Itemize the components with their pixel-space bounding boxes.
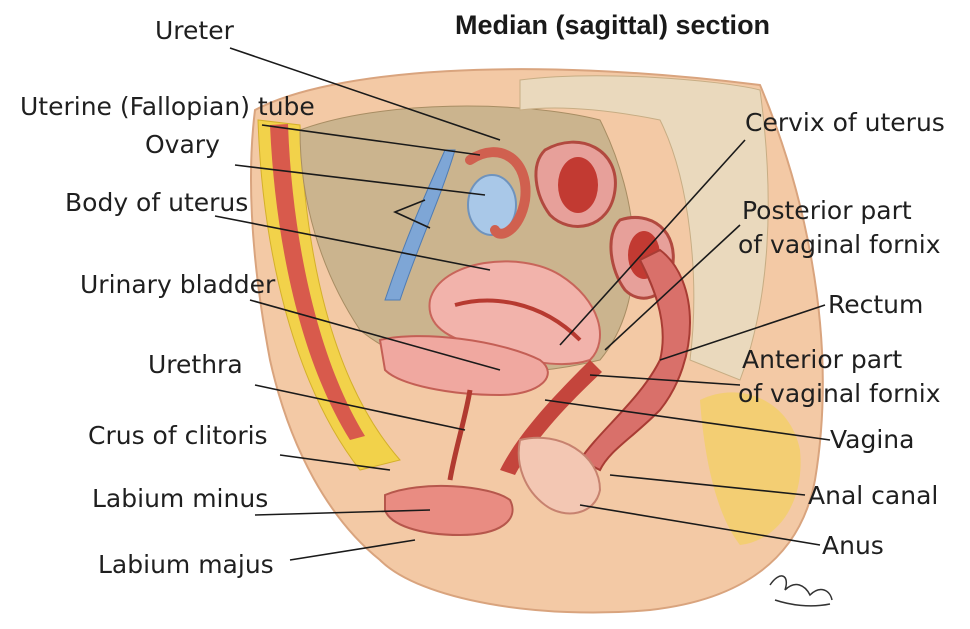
label-vagina: Vagina [830,427,914,453]
label-rectum: Rectum [828,292,923,318]
label-anal-canal: Anal canal [808,483,938,509]
label-urinary-bladder: Urinary bladder [80,272,275,298]
label-labium-majus: Labium majus [98,552,274,578]
label-urethra: Urethra [148,352,243,378]
colon-lumen [558,157,598,213]
label-labium-minus: Labium minus [92,486,268,512]
label-cervix-of-uterus: Cervix of uterus [745,110,945,136]
label-posterior-fornix-1: Posterior part [742,198,912,224]
artist-signature [770,576,832,606]
label-anterior-fornix-1: Anterior part [742,347,902,373]
label-crus-of-clitoris: Crus of clitoris [88,423,268,449]
label-posterior-fornix-2: of vaginal fornix [738,232,941,258]
label-body-of-uterus: Body of uterus [65,190,248,216]
figure-title: Median (sagittal) section [455,10,770,41]
label-anus: Anus [822,533,884,559]
label-uterine-tube: Uterine (Fallopian) tube [20,94,315,120]
label-ureter: Ureter [155,18,234,44]
label-ovary: Ovary [145,132,220,158]
label-anterior-fornix-2: of vaginal fornix [738,381,941,407]
